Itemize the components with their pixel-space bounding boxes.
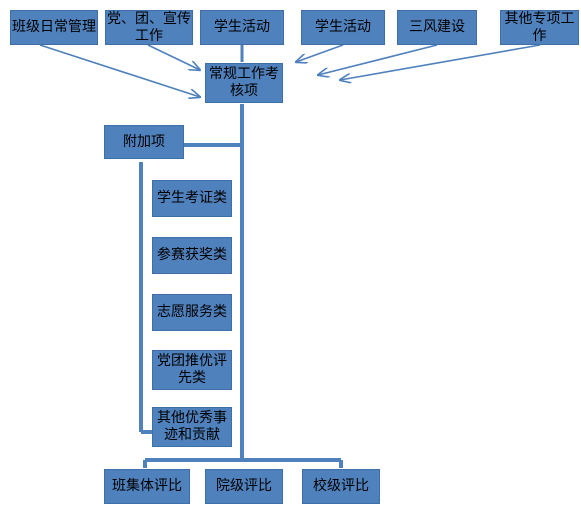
source-label: 三风建设 <box>409 19 465 35</box>
output-label: 校级评比 <box>313 478 369 494</box>
center-label: 常规工作考核项 <box>209 66 279 99</box>
source-label: 班级日常管理 <box>12 19 96 35</box>
source-box-student-activity: 学生活动 <box>200 10 284 45</box>
source-label: 党、团、宣传工作 <box>107 10 191 44</box>
additional-item-volunteer: 志愿服务类 <box>152 294 232 331</box>
additional-item-party-recommend: 党团推优评先类 <box>152 350 232 390</box>
source-box-other-special: 其他专项工作 <box>500 10 579 45</box>
arrow-from-class-daily <box>39 44 200 97</box>
additional-label: 附加项 <box>123 133 165 150</box>
arrow-from-activity-2 <box>296 44 344 62</box>
source-box-party-league: 党、团、宣传工作 <box>105 10 193 45</box>
source-box-student-activity-2: 学生活动 <box>301 10 385 45</box>
center-box-routine-assessment: 常规工作考核项 <box>205 63 283 103</box>
additional-item-label: 志愿服务类 <box>157 304 227 320</box>
arrow-from-party-league <box>147 44 200 70</box>
output-label: 院级评比 <box>216 478 272 494</box>
additional-item-label: 其他优秀事迹和贡献 <box>157 410 227 443</box>
source-box-class-daily: 班级日常管理 <box>10 10 98 45</box>
additional-item-label: 参赛获奖类 <box>157 247 227 263</box>
output-box-college-level: 院级评比 <box>205 469 283 504</box>
arrow-from-style-building <box>318 44 438 75</box>
additional-box: 附加项 <box>104 125 184 159</box>
source-label: 学生活动 <box>214 19 270 35</box>
additional-item-label: 学生考证类 <box>157 190 227 206</box>
additional-item-certificates: 学生考证类 <box>152 180 232 217</box>
source-box-style-building: 三风建设 <box>397 10 477 45</box>
additional-item-other-achievements: 其他优秀事迹和贡献 <box>152 407 232 447</box>
additional-item-competitions: 参赛获奖类 <box>152 237 232 274</box>
output-box-class-collective: 班集体评比 <box>104 469 190 504</box>
additional-item-label: 党团推优评先类 <box>157 353 227 386</box>
arrow-from-other-special <box>340 44 541 80</box>
source-label: 其他专项工作 <box>504 10 575 44</box>
source-label: 学生活动 <box>315 19 371 35</box>
output-label: 班集体评比 <box>112 478 182 494</box>
output-box-school-level: 校级评比 <box>302 469 380 504</box>
